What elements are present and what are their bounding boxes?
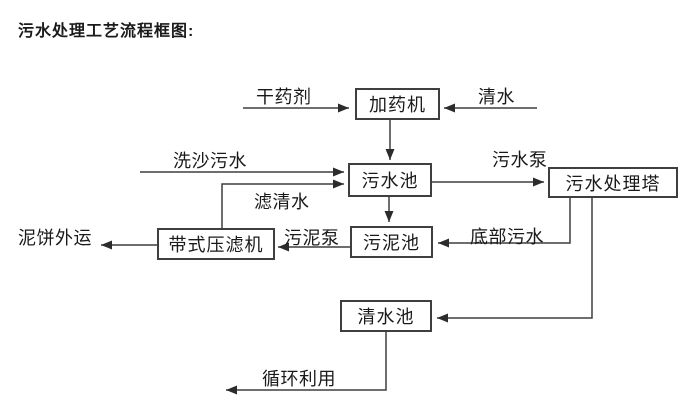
arrow-tower-to-clean-water-pool — [437, 198, 593, 323]
node-dosing-machine: 加药机 — [355, 88, 440, 120]
flow-label-filtered-water: 滤清水 — [254, 192, 310, 212]
node-sludge-pool: 污泥池 — [350, 226, 433, 258]
arrow-tower-bottom-sewage-to-sludge-pool — [438, 198, 571, 248]
flow-label-mud-cake-out: 泥饼外运 — [18, 228, 92, 248]
node-belt-filter-press: 带式压滤机 — [157, 228, 275, 260]
page-title: 污水处理工艺流程框图: — [18, 23, 195, 40]
node-sewage-pool-label: 污水池 — [361, 171, 419, 191]
arrow-clean-water-pool-to-recycling — [226, 332, 387, 395]
flow-label-clean-water: 清水 — [478, 87, 515, 107]
flow-label-sewage-pump: 污水泵 — [492, 150, 548, 170]
node-dosing-machine-label: 加药机 — [369, 95, 426, 115]
flow-label-bottom-sewage: 底部污水 — [470, 227, 544, 247]
node-clean-water-pool: 清水池 — [340, 300, 432, 332]
node-sewage-pool: 污水池 — [348, 163, 432, 197]
node-sludge-pool-label: 污泥池 — [363, 233, 420, 253]
node-belt-filter-press-label: 带式压滤机 — [168, 235, 264, 255]
node-clean-water-pool-label: 清水池 — [357, 307, 415, 327]
arrow-filtered-water-press-to-sewage-pool — [221, 179, 344, 228]
flow-label-dry-agent: 干药剂 — [256, 87, 312, 107]
node-sewage-treatment-tower: 污水处理塔 — [548, 167, 678, 198]
flow-label-recycling: 循环利用 — [262, 369, 336, 389]
flow-label-sand-washing-sewage: 洗沙污水 — [173, 151, 247, 171]
node-sewage-treatment-tower-label: 污水处理塔 — [565, 173, 661, 194]
flow-label-sludge-pump: 污泥泵 — [284, 228, 340, 248]
